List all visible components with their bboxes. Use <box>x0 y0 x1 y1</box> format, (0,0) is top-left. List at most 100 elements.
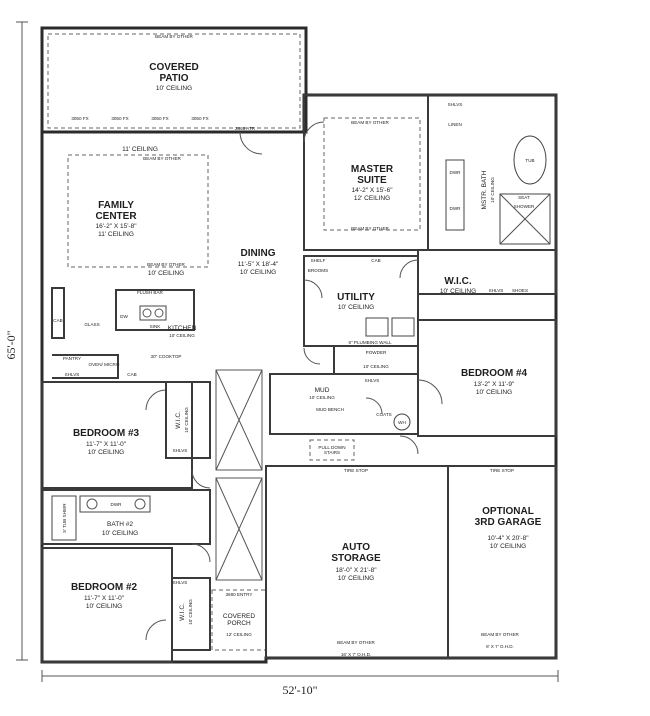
master-size: 14'-2" X 15'-6" <box>351 187 393 194</box>
cooktop-label: 30" COOKTOP <box>151 354 182 359</box>
kitchen-cab: CAB <box>53 318 62 323</box>
mbath-ceiling: 10' CEILING <box>490 177 495 203</box>
patio-atr: 2868 ATR <box>235 126 256 131</box>
opt-garage-beam: BEAM BY OTHER <box>481 632 519 637</box>
tire-stop-1: TIRE STOP <box>344 468 368 473</box>
bed3-size: 11'-7" X 11'-0" <box>86 441 127 448</box>
opt-garage-ceiling: 10' CEILING <box>490 543 526 550</box>
tire-stop-2: TIRE STOP <box>490 468 514 473</box>
depth-label: 65'-0" <box>4 330 18 359</box>
bed3-wic: W.I.C. 10' CEILING SHLVS <box>165 381 211 459</box>
bath2-dwr: DWR <box>111 502 123 507</box>
mwic-name: W.I.C. <box>444 276 471 287</box>
mwic-ceiling: 10' CEILING <box>440 288 476 295</box>
utility-shelf: SHELF <box>311 258 326 263</box>
bath2-ceiling: 10' CEILING <box>102 530 138 537</box>
bed4-size: 13'-2" X 11'-9" <box>474 381 515 388</box>
master-bath: TUB SEAT SHOWER MSTR. BATH 10' CEILING D… <box>427 94 557 251</box>
master-beam-bottom: BEAM BY OTHER <box>351 226 389 231</box>
mbath-dwr-2: DWR <box>450 206 462 211</box>
mwic-shoes: SHOES <box>512 288 528 293</box>
patio-beam-top: BEAM BY OTHER <box>155 34 193 39</box>
patio-window-2: 3050 FX <box>111 116 128 121</box>
family-lower-ceiling: 10' CEILING <box>148 270 184 277</box>
bath2-name: BATH #2 <box>107 521 133 528</box>
utility-name: UTILITY <box>337 292 375 303</box>
glass-label: GLASS <box>84 322 99 327</box>
utility-brooms: BROOMS <box>308 268 328 273</box>
master-ceiling: 12' CEILING <box>354 195 390 202</box>
bedroom-2: BEDROOM #2 11'-7" X 11'-0" 10' CEILING <box>41 547 173 663</box>
bed2-ceiling: 10' CEILING <box>86 603 122 610</box>
door-swings <box>191 131 419 563</box>
dining-size: 11'-5" X 18'-4" <box>238 261 279 268</box>
bed3-wic-ceiling: 10' CEILING <box>184 407 189 433</box>
bed4-name: BEDROOM #4 <box>461 368 528 379</box>
pantry-label: PANTRY <box>63 356 81 361</box>
powder: POWDER 10' CEILING <box>333 345 419 375</box>
family-beam: BEAM BY OTHER <box>143 156 181 161</box>
bed2-wic-name: W.I.C. <box>179 603 186 621</box>
bed3-ceiling: 10' CEILING <box>88 449 124 456</box>
linen-label: LINEN <box>448 122 462 127</box>
bed2-size: 11'-7" X 11'-0" <box>84 595 125 602</box>
patio-window-3: 3050 FX <box>151 116 168 121</box>
dining-ceiling: 10' CEILING <box>240 269 276 276</box>
utility-cab: CAB <box>371 258 380 263</box>
powder-ceiling: 10' CEILING <box>363 364 389 369</box>
width-label: 52'-10" <box>282 683 317 697</box>
wh-label: WH <box>398 420 406 425</box>
shower-label: SHOWER <box>514 204 535 209</box>
utility: SHELF BROOMS CAB UTILITY 10' CEILING 6" … <box>303 255 419 347</box>
dw-label: DW <box>120 314 128 319</box>
opt-garage-size: 10'-4" X 20'-8" <box>487 535 529 542</box>
family-top-ceiling: 11' CEILING <box>122 146 158 153</box>
master-beam-top: BEAM BY OTHER <box>351 120 389 125</box>
plumbing-wall: 6" PLUMBING WALL <box>348 340 392 345</box>
mbath-shlvs: SHLVS <box>448 102 463 107</box>
oven-label: OVEN/ MICRO <box>89 362 120 367</box>
garage-beam: BEAM BY OTHER <box>337 640 375 645</box>
mud-room: MUD 10' CEILING MUD BENCH SHLVS COATS WH <box>269 373 419 435</box>
family-size: 16'-2" X 15'-8" <box>95 223 137 230</box>
bedroom-3: BEDROOM #3 11'-7" X 11'-0" 10' CEILING <box>41 381 193 489</box>
depth-dimension: 65'-0" <box>4 21 28 661</box>
entry-door: 3680 ENTRY <box>226 592 253 597</box>
bedroom-4: BEDROOM #4 13'-2" X 11'-9" 10' CEILING <box>417 319 557 437</box>
mud-bench: MUD BENCH <box>316 407 344 412</box>
mud-ceiling: 10' CEILING <box>309 395 335 400</box>
mwic-shlvs: SHLVS <box>489 288 504 293</box>
kitchen-cab-2: CAB <box>127 372 136 377</box>
sink-label: SINK <box>150 324 162 329</box>
bed2-wic: W.I.C. 10' CEILING SHLVS <box>171 577 211 651</box>
coats-label: COATS <box>376 412 391 417</box>
bed3-wic-shlvs: SHLVS <box>173 448 188 453</box>
seat-label: SEAT <box>518 195 530 200</box>
garage-door-1: 16' X 7' O.H.D. <box>341 652 371 657</box>
bed3-name: BEDROOM #3 <box>73 428 140 439</box>
family-beam-lower: BEAM BY OTHER <box>147 262 185 267</box>
mud-name: MUD <box>315 387 330 394</box>
kitchen-name: KITCHEN <box>168 325 197 332</box>
mud-shlvs: SHLVS <box>365 378 380 383</box>
garage-door-2: 8' X 7' O.H.D. <box>486 644 514 649</box>
kitchen-ceiling: 10' CEILING <box>169 333 195 338</box>
patio-ceiling: 10' CEILING <box>156 85 192 92</box>
pantry-shlvs: SHLVS <box>65 372 80 377</box>
dining-name: DINING <box>241 248 276 259</box>
flush-bar: FLUSH BAR <box>137 290 163 295</box>
bed3-wic-name: W.I.C. <box>175 411 182 429</box>
bath2-tub: 5' TUB SHWR <box>62 503 67 533</box>
